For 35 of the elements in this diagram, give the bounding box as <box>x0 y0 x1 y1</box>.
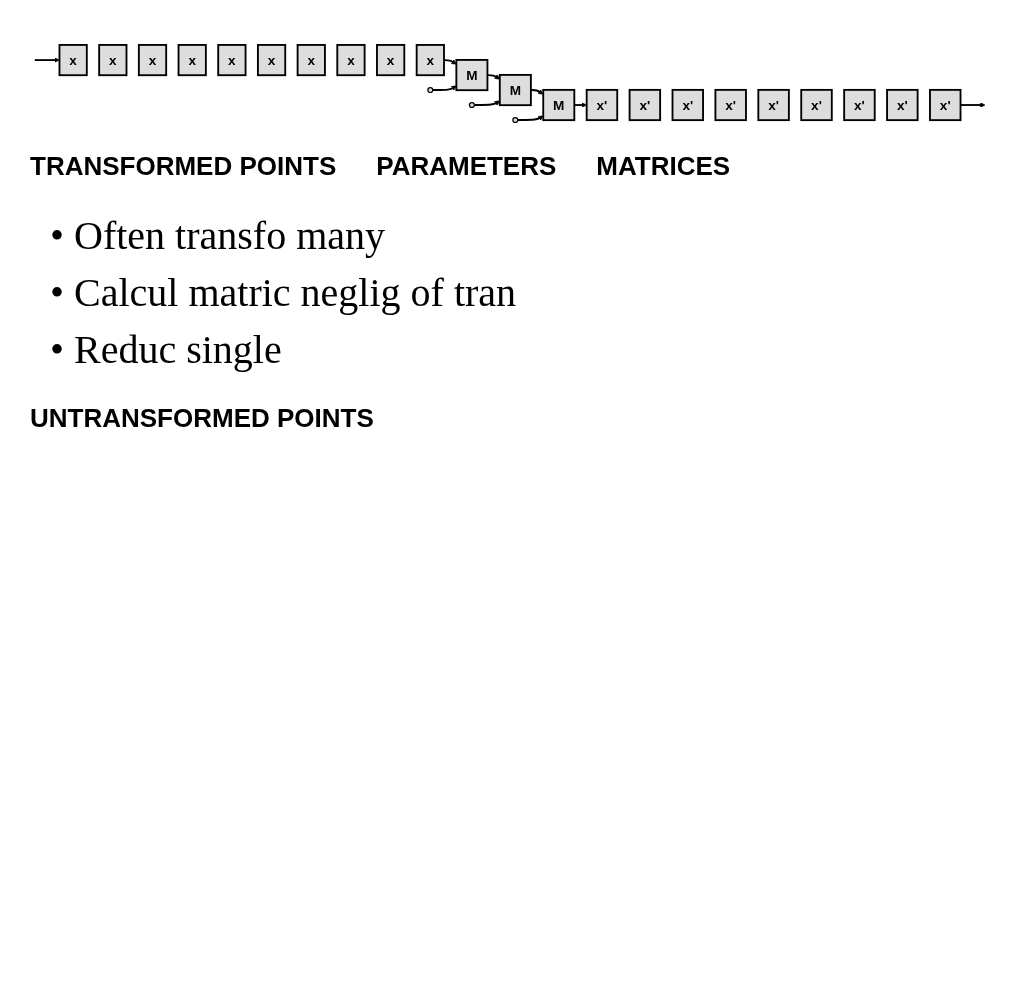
node-box: x' <box>756 88 790 122</box>
node-circle <box>468 101 475 109</box>
caption-label: PARAMETERS <box>376 151 557 183</box>
node-box: x' <box>585 88 618 122</box>
node-box: x' <box>928 88 961 122</box>
caption-label: MATRICES <box>596 151 731 183</box>
node-box: x <box>415 44 445 77</box>
node-box: x <box>335 44 366 77</box>
arrow <box>486 74 500 80</box>
node-box: x <box>256 44 286 77</box>
arrow <box>516 115 543 121</box>
arrow <box>472 100 500 106</box>
node-box: M <box>454 59 488 92</box>
node-box: x <box>97 44 127 77</box>
node-box: M <box>498 73 532 107</box>
node-box: x' <box>885 88 919 122</box>
node-box: x' <box>799 88 833 122</box>
node-box: x <box>216 44 246 77</box>
node-box: x' <box>842 88 876 122</box>
node-box: x <box>375 44 405 77</box>
node-circle <box>426 86 433 94</box>
caption-label: TRANSFORMED POINTS <box>30 151 337 183</box>
node-box: x <box>296 44 326 77</box>
node-box: x' <box>671 88 704 122</box>
node-box: M <box>541 88 575 122</box>
node-circle <box>511 116 518 124</box>
node-box: x' <box>714 88 747 122</box>
caption-label: UNTRANSFORMED POINTS <box>30 403 374 435</box>
node-box: x <box>58 44 88 77</box>
node-box: x <box>177 44 207 77</box>
node-box: x' <box>628 88 661 122</box>
bullet-text: • Often transfo many <box>50 212 387 260</box>
bullet-text: • Reduc single <box>50 326 283 374</box>
bullet-text: • Calcul matric neglig of tran <box>50 269 518 317</box>
node-box: x <box>137 44 167 77</box>
